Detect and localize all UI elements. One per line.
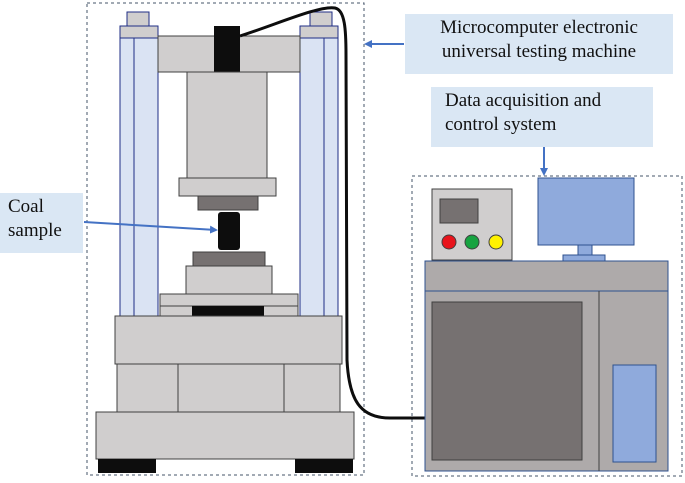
column-collar-left — [119, 25, 159, 39]
upper-platen-plate — [178, 177, 277, 197]
column-right — [299, 37, 339, 317]
daq-label: Data acquisition and control system — [431, 87, 653, 147]
column-collar-right — [299, 25, 339, 39]
machine-body-left — [116, 363, 179, 413]
column-cap-left — [126, 11, 150, 27]
cabinet-window — [431, 301, 583, 461]
load-cell-block — [214, 26, 240, 72]
machine-boundary — [86, 2, 365, 476]
machine-label-line1: Microcomputer electronic — [440, 17, 638, 38]
daq-label-line1: Data acquisition and — [445, 90, 602, 111]
machine-body-upper — [114, 315, 343, 365]
monitor-stand — [562, 254, 606, 262]
daq-label-line2: control system — [445, 114, 557, 135]
indicator-light-red — [441, 234, 457, 250]
monitor-screen — [537, 177, 635, 246]
lower-crossbeam-insert — [192, 306, 264, 316]
testing-machine — [95, 11, 355, 473]
coal-sample-label: Coal sample — [0, 193, 83, 253]
machine-label: Microcomputer electronic universal testi… — [405, 14, 673, 74]
actuator-body — [186, 71, 268, 179]
column-cap-right — [309, 11, 333, 27]
machine-label-line2: universal testing machine — [441, 41, 637, 62]
daq-boundary — [411, 175, 683, 477]
lower-crossbeam-plate — [159, 293, 299, 307]
cabinet-top — [424, 260, 669, 292]
coal-callout-arrow — [83, 221, 218, 234]
base-foot-right — [295, 459, 353, 473]
indicator-light-yellow — [488, 234, 504, 250]
lower-platen-block — [185, 265, 273, 295]
indicator-light-green — [464, 234, 480, 250]
machine-body-right — [283, 363, 341, 413]
coal-label-line2: sample — [8, 220, 62, 241]
monitor-neck — [577, 244, 593, 256]
signal-cable — [239, 6, 426, 420]
machine-base — [95, 411, 355, 460]
coal-label-line1: Coal — [8, 196, 44, 217]
column-left — [119, 37, 159, 317]
machine-body-center — [177, 363, 285, 413]
lower-loading-head — [192, 251, 266, 267]
cabinet-side-panel — [612, 364, 657, 463]
base-foot-left — [98, 459, 156, 473]
daq-system — [424, 177, 669, 472]
upper-loading-head — [197, 195, 259, 211]
coal-sample — [218, 212, 240, 250]
control-display — [439, 198, 479, 224]
